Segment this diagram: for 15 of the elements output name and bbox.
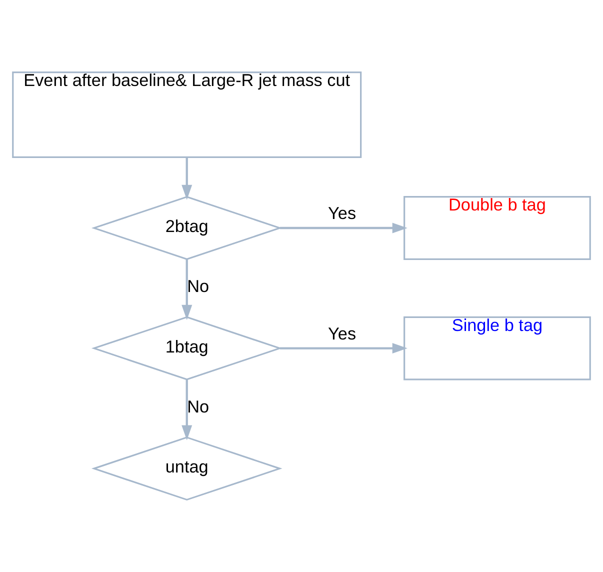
arrow: [182, 379, 192, 440]
arrow: [280, 343, 408, 354]
arrow: [280, 222, 408, 234]
arrow: [182, 259, 192, 320]
node-box: Double b tag: [404, 196, 591, 260]
node-diamond: untag: [91, 436, 282, 501]
edge-label: Yes: [328, 323, 356, 344]
arrow: [182, 157, 192, 200]
node-box: Event after baseline& Large-R jet mass cut: [12, 72, 362, 158]
node-diamond: 1btag: [91, 316, 282, 380]
edge-label: No: [187, 396, 210, 417]
edge-label: No: [187, 276, 210, 296]
node-diamond: 2btag: [91, 196, 282, 260]
node-box: Single b tag: [404, 316, 591, 380]
edge-label: Yes: [328, 203, 356, 224]
